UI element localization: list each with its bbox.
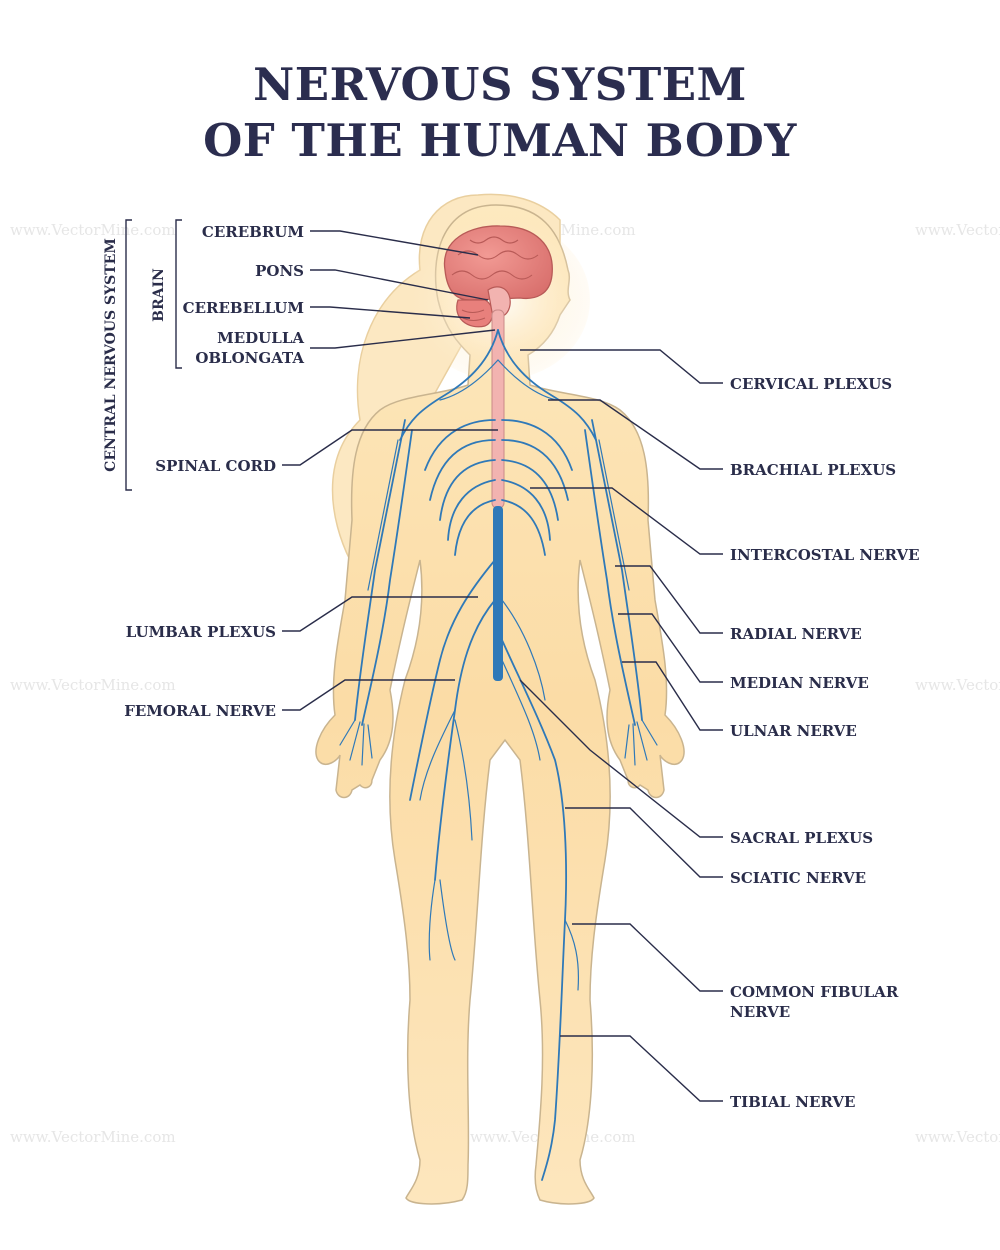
right-labels: CERVICAL PLEXUS BRACHIAL PLEXUS INTERCOS… — [730, 375, 920, 1111]
watermark-text: www.VectorMine.com — [10, 1128, 176, 1146]
central-nervous-system-bracket — [125, 219, 132, 491]
label-radial-nerve: RADIAL NERVE — [730, 625, 862, 643]
watermark-text: www.VectorMine.com — [915, 1128, 1000, 1146]
label-spinal-cord: SPINAL CORD — [155, 457, 276, 475]
label-brachial-plexus: BRACHIAL PLEXUS — [730, 461, 896, 479]
label-medulla-line-1: MEDULLA — [217, 329, 304, 347]
brain-label: BRAIN — [151, 268, 167, 322]
label-sciatic-nerve: SCIATIC NERVE — [730, 869, 866, 887]
watermark-text: www.VectorMine.com — [10, 221, 176, 239]
brain-bracket — [175, 219, 182, 369]
label-femoral-nerve: FEMORAL NERVE — [124, 702, 276, 720]
label-common-fibular-line-2: NERVE — [730, 1003, 790, 1021]
title-line-2: OF THE HUMAN BODY — [203, 114, 797, 167]
watermark-text: www.VectorMine.com — [915, 676, 1000, 694]
brain — [443, 225, 553, 328]
watermarks: www.VectorMine.com www.VectorMine.com ww… — [10, 221, 1000, 1146]
label-median-nerve: MEDIAN NERVE — [730, 674, 869, 692]
cerebellum-shape — [456, 299, 494, 328]
leader-lines — [282, 230, 723, 1102]
spinal-cord-lower — [493, 506, 503, 681]
label-medulla-line-2: OBLONGATA — [195, 349, 304, 367]
watermark-text: www.VectorMine.com — [10, 676, 176, 694]
label-common-fibular-line-1: COMMON FIBULAR — [730, 983, 899, 1001]
label-lumbar-plexus: LUMBAR PLEXUS — [126, 623, 276, 641]
group-brackets: CENTRAL NERVOUS SYSTEM BRAIN — [103, 219, 182, 491]
left-labels: CEREBRUM PONS CEREBELLUM MEDULLA OBLONGA… — [124, 223, 304, 720]
label-cerebrum: CEREBRUM — [202, 223, 304, 241]
label-ulnar-nerve: ULNAR NERVE — [730, 722, 857, 740]
watermark-text: www.VectorMine.com — [915, 221, 1000, 239]
label-cerebellum: CEREBELLUM — [183, 299, 304, 317]
label-intercostal-nerve: INTERCOSTAL NERVE — [730, 546, 920, 564]
spinal-cord — [491, 309, 505, 509]
cerebrum-shape — [443, 225, 553, 301]
label-pons: PONS — [255, 262, 304, 280]
title-line-1: NERVOUS SYSTEM — [253, 58, 747, 111]
label-tibial-nerve: TIBIAL NERVE — [730, 1093, 855, 1111]
label-cervical-plexus: CERVICAL PLEXUS — [730, 375, 892, 393]
label-sacral-plexus: SACRAL PLEXUS — [730, 829, 873, 847]
central-nervous-system-label: CENTRAL NERVOUS SYSTEM — [103, 238, 119, 472]
